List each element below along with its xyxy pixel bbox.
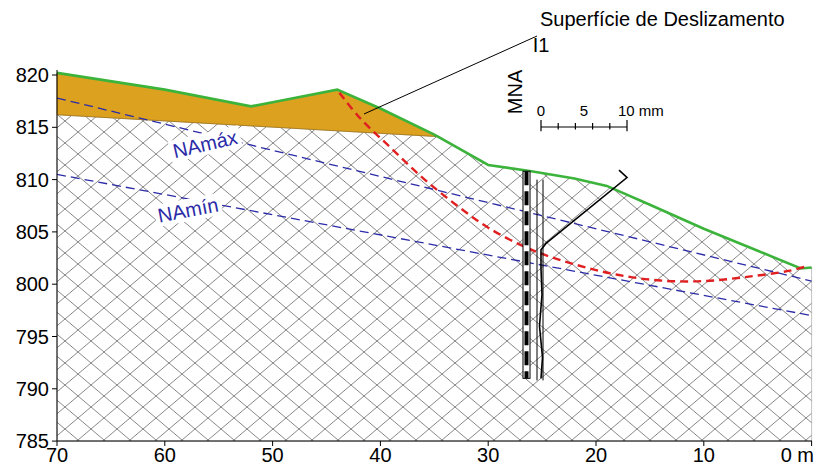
axis-tick-label: 795 xyxy=(16,326,49,348)
y-tick xyxy=(52,441,57,442)
y-tick xyxy=(52,336,57,337)
axis-tick-label: 60 xyxy=(154,444,176,466)
callout-label: Superfície de Deslizamento xyxy=(540,8,785,30)
axis-tick-label: 785 xyxy=(16,430,49,452)
displacement-curve xyxy=(540,170,628,378)
axis-tick-label: 70 xyxy=(46,444,68,466)
water-level-min xyxy=(57,174,812,315)
axis-tick-label: 10 xyxy=(693,444,715,466)
scale-tick xyxy=(575,123,576,129)
axis-tick-label: 30 xyxy=(477,444,499,466)
axis-tick-label: 50 xyxy=(261,444,283,466)
inclinometer-tube xyxy=(537,180,538,381)
bedrock-hatch xyxy=(57,115,812,441)
scale-tick xyxy=(626,120,627,131)
scale-number: 5 xyxy=(580,103,588,120)
water-level-label: NAmín xyxy=(153,193,223,227)
instrument-label: I1 xyxy=(533,34,550,56)
inclinometer-tube xyxy=(543,180,544,381)
scale-tick xyxy=(558,123,559,129)
slip-surface xyxy=(339,93,806,282)
axis-tick-label: 820 xyxy=(16,64,49,86)
y-tick xyxy=(52,127,57,128)
scale-tick xyxy=(592,123,593,129)
scale-tick xyxy=(609,123,610,129)
y-tick xyxy=(52,179,57,180)
axis-tick-label: 40 xyxy=(369,444,391,466)
axis-tick-label: 805 xyxy=(16,221,49,243)
ground-surface xyxy=(57,73,812,269)
instrument-label: MNA xyxy=(504,70,526,114)
scale-number: 10 mm xyxy=(618,103,664,120)
axis-tick-label: 20 xyxy=(585,444,607,466)
water-level-max xyxy=(57,98,812,281)
axis-tick-label: 815 xyxy=(16,116,49,138)
piezometer-screen xyxy=(525,171,529,378)
y-tick xyxy=(52,231,57,232)
axis-tick-label: 800 xyxy=(16,273,49,295)
y-tick xyxy=(52,388,57,389)
y-tick xyxy=(52,75,57,76)
axis-tick-label: 810 xyxy=(16,169,49,191)
y-axis xyxy=(57,70,58,441)
y-tick xyxy=(52,284,57,285)
axis-tick-label: 0 m xyxy=(781,444,814,466)
scale-number: 0 xyxy=(537,103,545,120)
leader-line xyxy=(364,36,537,114)
axis-tick-label: 790 xyxy=(16,378,49,400)
piezometer-tube xyxy=(523,171,530,378)
scale-tick xyxy=(540,120,541,131)
x-axis xyxy=(57,441,812,442)
water-level-label: NAmáx xyxy=(168,125,243,163)
scale-bar xyxy=(541,126,627,127)
